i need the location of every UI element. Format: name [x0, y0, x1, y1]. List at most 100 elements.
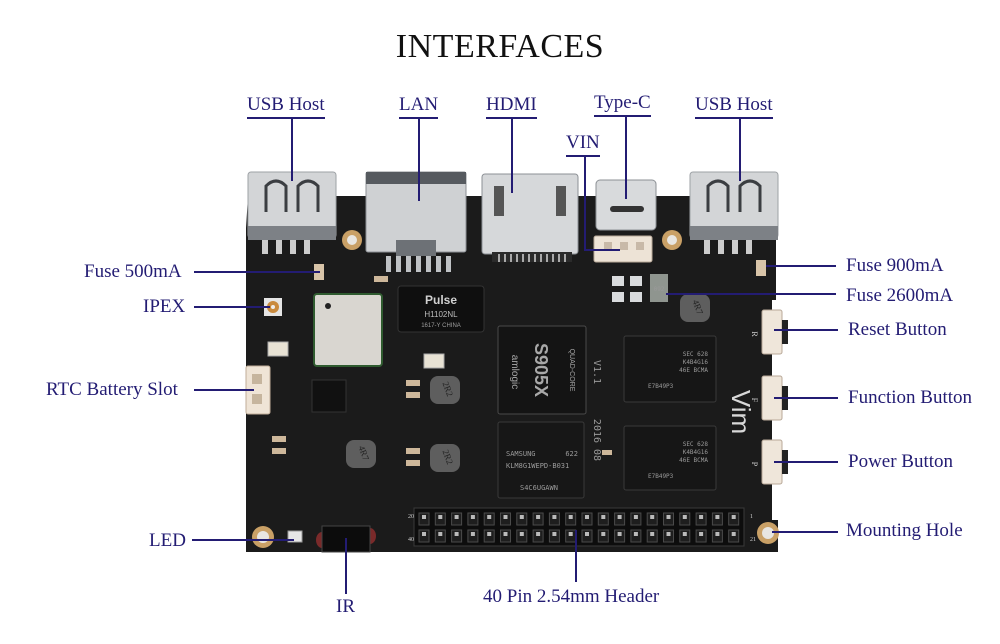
leader-usb-host-left	[291, 119, 293, 181]
header-pin-tip	[601, 532, 606, 536]
pulse-transformer: Pulse H1102NL 1617-Y CHINA	[397, 285, 485, 333]
header-pin-tip	[650, 515, 655, 519]
header-pin-tip	[666, 532, 671, 536]
mounting-hole-right	[757, 522, 779, 544]
header-pin-tip	[519, 515, 524, 519]
soc-brand: amlogic	[509, 355, 520, 389]
btn-p-marking: P	[750, 462, 759, 467]
leader-rtc-battery-slot	[194, 389, 254, 391]
header-pin-tip	[503, 515, 508, 519]
leader-hdmi	[511, 119, 513, 193]
leader-type-c	[625, 117, 627, 199]
inductor-4r7-b: 4R7	[346, 440, 376, 468]
pin-21-marking: 21	[750, 537, 756, 543]
amlogic-soc: S905X amlogic QUAD-CORE	[497, 325, 587, 415]
header-pin-tip	[731, 532, 736, 536]
leader-led	[192, 539, 294, 541]
ram2-line4: E7B49P3	[648, 473, 674, 480]
label-power-button: Power Button	[848, 451, 954, 472]
header-pin-tip	[617, 515, 622, 519]
reset-button-part	[761, 309, 788, 355]
usb-host-left-connector	[247, 171, 337, 254]
header-pin-tip	[633, 532, 638, 536]
leader-fuse-500ma	[194, 271, 320, 273]
pin-20-marking: 20	[408, 514, 414, 520]
label-40-pin-header: 40 Pin 2.54mm Header	[483, 586, 660, 607]
leader-vin-h	[584, 249, 620, 251]
emmc-brand: SAMSUNG	[506, 450, 536, 458]
ram-chip-1: SEC 628 K4B4G16 46E BCMA E7B49P3	[623, 335, 717, 403]
rtc-battery-slot	[245, 365, 271, 415]
label-vin: VIN	[566, 133, 600, 157]
fuse-code: 092	[654, 286, 665, 293]
ram1-line1: SEC 628	[683, 351, 709, 358]
leader-power-button	[774, 461, 838, 463]
ram1-line4: E7B49P3	[648, 383, 674, 390]
lan-connector	[365, 171, 467, 272]
soc-model: S905X	[531, 343, 551, 397]
header-pin-tip	[454, 532, 459, 536]
inductor-2r2-a: 2R2	[430, 376, 460, 404]
leader-lan	[418, 119, 420, 201]
header-pin-tip	[585, 515, 589, 519]
label-fuse-500ma: Fuse 500mA	[84, 261, 182, 282]
label-hdmi: HDMI	[486, 95, 537, 119]
ram1-line3: 46E BCMA	[679, 367, 708, 374]
header-pin-tip	[699, 515, 704, 519]
header-pin-tip	[470, 532, 475, 536]
type-c-connector	[595, 179, 657, 231]
ram2-line2: K4B4G16	[683, 449, 709, 456]
usb-host-right-connector	[689, 171, 779, 254]
label-rtc-battery-slot: RTC Battery Slot	[46, 379, 178, 400]
header-pin-tip	[666, 515, 671, 519]
label-fuse-2600ma: Fuse 2600mA	[846, 285, 954, 306]
header-pin-tip	[552, 532, 557, 536]
btn-f-marking: F	[750, 398, 759, 403]
header-pin-tip	[650, 532, 655, 536]
header-pin-tip	[503, 532, 508, 536]
version-marking: V1.1	[591, 360, 602, 384]
emmc-sub: S4C6UGAWN	[520, 484, 558, 492]
header-pin-tip	[470, 515, 475, 519]
hdmi-connector	[481, 173, 579, 262]
leader-ipex	[194, 306, 270, 308]
pulse-part: H1102NL	[424, 310, 458, 319]
pulse-sub: 1617-Y CHINA	[421, 323, 461, 329]
header-pin-tip	[601, 515, 606, 519]
header-pin-tip	[715, 515, 720, 519]
ram2-line1: SEC 628	[683, 441, 709, 448]
ram2-line3: 46E BCMA	[679, 457, 708, 464]
ram-chip-2: SEC 628 K4B4G16 46E BCMA E7B49P3	[623, 425, 717, 491]
ram1-line2: K4B4G16	[683, 359, 709, 366]
leader-header	[575, 530, 577, 582]
label-usb-host-right: USB Host	[695, 95, 773, 119]
wifi-module	[313, 293, 383, 367]
label-fuse-900ma: Fuse 900mA	[846, 255, 944, 276]
samsung-emmc: SAMSUNG 622 KLM8G1WEPD-B031 S4C6UGAWN	[497, 421, 585, 499]
date-marking: 2016 08	[591, 419, 602, 461]
label-lan: LAN	[399, 95, 439, 119]
fuse-2600ma	[650, 274, 668, 302]
inductor-2r2-b: 2R2	[430, 444, 460, 472]
header-pin-tip	[519, 532, 524, 536]
led-part	[287, 530, 303, 543]
inductor-label: 4R7	[357, 444, 372, 462]
label-function-button: Function Button	[848, 387, 973, 408]
header-body	[413, 507, 745, 547]
label-ipex: IPEX	[143, 296, 186, 317]
label-led: LED	[149, 530, 186, 551]
pin-40-marking: 40	[408, 537, 414, 543]
header-pin-tip	[454, 515, 459, 519]
header-pin-tip	[682, 532, 687, 536]
inductor-label: 2R2	[441, 448, 456, 466]
header-pin-tip	[438, 532, 443, 536]
ipex-connector	[264, 298, 282, 316]
header-pin-tip	[699, 532, 704, 536]
label-reset-button: Reset Button	[848, 319, 947, 340]
inductor-label: 4R7	[691, 298, 706, 316]
emmc-part: KLM8G1WEPD-B031	[506, 462, 569, 470]
inductor-4r7-top: 4R7	[680, 294, 710, 322]
header-pin-tip	[487, 532, 492, 536]
header-pin-tip	[422, 532, 426, 536]
header-pin-tip	[617, 532, 622, 536]
